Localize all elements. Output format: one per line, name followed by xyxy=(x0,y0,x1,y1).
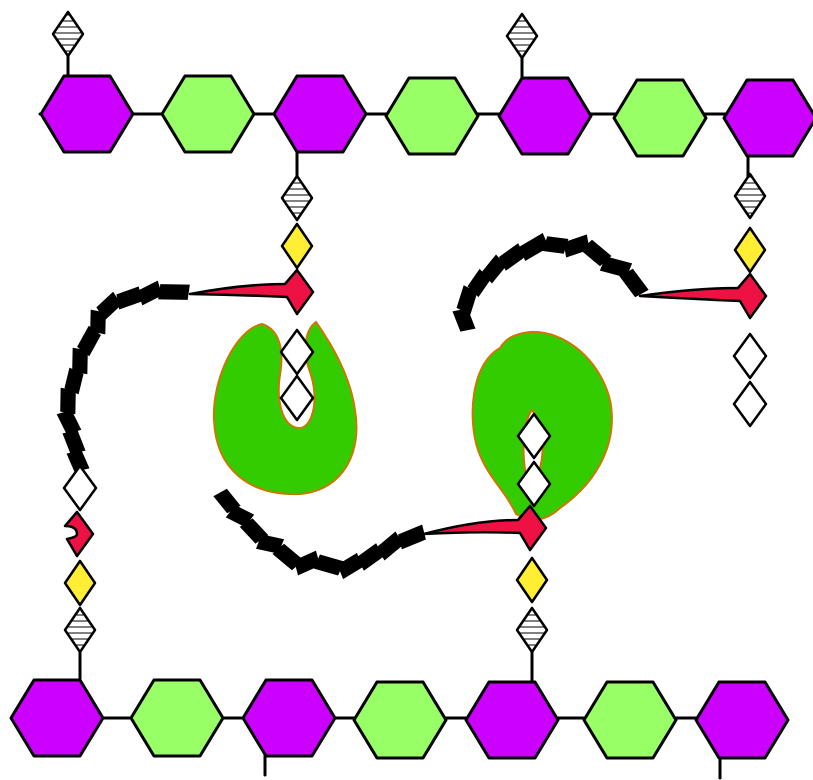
red-diamond-icon xyxy=(190,270,313,314)
yellow-diamond-icon xyxy=(735,228,765,272)
green-hexagon-icon xyxy=(354,682,446,758)
green-hexagon-icon xyxy=(162,76,254,152)
white-diamond-icon xyxy=(734,334,766,378)
green-hexagon-icon xyxy=(131,680,223,756)
red-diamond-icon xyxy=(65,512,93,556)
striped-diamond-icon xyxy=(282,176,312,220)
red-diamond-icon xyxy=(640,274,766,318)
yellow-diamond-icon xyxy=(282,224,312,268)
purple-hexagon-icon xyxy=(724,80,813,156)
striped-diamond-icon xyxy=(517,608,547,652)
purple-hexagon-icon xyxy=(11,680,103,756)
chain-segment xyxy=(453,309,475,331)
green-hexagon-icon xyxy=(614,80,706,156)
chain-segment xyxy=(73,348,88,373)
striped-diamond-icon xyxy=(735,174,765,218)
purple-hexagon-icon xyxy=(696,682,788,758)
purple-hexagon-icon xyxy=(274,76,366,152)
white-diamond-icon xyxy=(734,382,766,426)
chain-segment xyxy=(61,388,76,413)
chain-segment xyxy=(138,281,161,304)
green-hexagon-icon xyxy=(584,682,676,758)
chain-segment xyxy=(63,431,85,453)
yellow-diamond-icon xyxy=(517,558,547,602)
zigzag-chain-icon xyxy=(214,489,425,578)
yellow-diamond-icon xyxy=(65,561,95,605)
chain-segment xyxy=(117,287,141,309)
red-diamond-icon xyxy=(424,506,546,550)
zigzag-chain-icon xyxy=(453,234,648,331)
white-diamond-icon xyxy=(64,466,96,510)
white-diamond-icon xyxy=(281,376,313,420)
hexagon-rows xyxy=(11,76,813,758)
chain-segment xyxy=(159,285,190,300)
striped-diamond-icon xyxy=(65,608,95,652)
purple-hexagon-icon xyxy=(41,76,133,152)
purple-hexagon-icon xyxy=(466,682,558,758)
striped-diamond-icon xyxy=(507,14,537,58)
purple-hexagon-icon xyxy=(243,680,335,756)
zigzag-chain-icon xyxy=(57,281,189,471)
green-blobs xyxy=(214,322,612,519)
purple-hexagon-icon xyxy=(499,78,591,154)
striped-diamond-icon xyxy=(53,12,83,56)
green-hexagon-icon xyxy=(386,78,478,154)
chain-segment xyxy=(57,410,80,433)
